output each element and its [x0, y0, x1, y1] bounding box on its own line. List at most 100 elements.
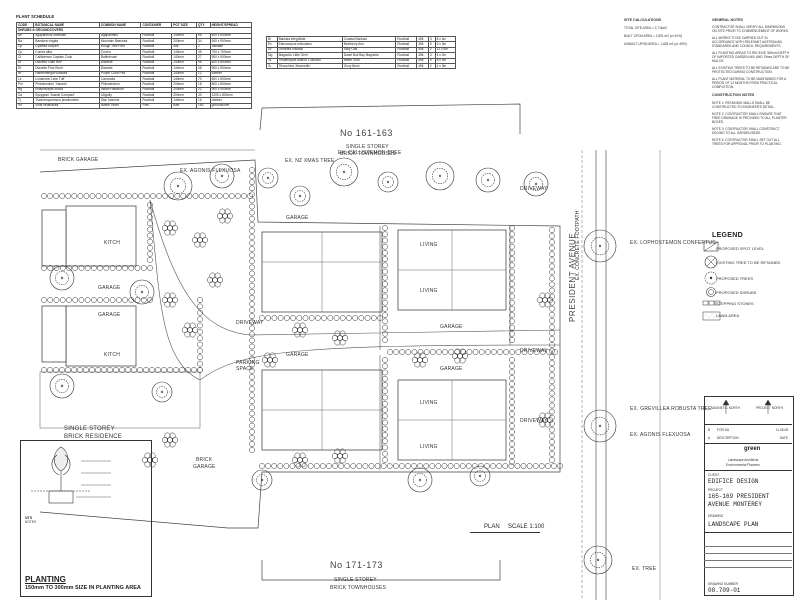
- shrub-icon: [137, 367, 143, 373]
- shrub-icon: [533, 349, 540, 355]
- shrub-icon: [249, 173, 255, 179]
- left-residence: [39, 371, 201, 429]
- shrub-icon: [83, 367, 89, 373]
- drawing-number: 08.709-01: [708, 587, 741, 594]
- garage-label: GARAGE: [98, 312, 121, 318]
- shrub-icon: [411, 349, 418, 355]
- shrub-icon: [382, 324, 388, 331]
- site-calc-line: BUILT UPON AREA = 1,891 m2 (or 51%): [624, 34, 683, 39]
- shrub-icon: [382, 281, 388, 287]
- shrub-icon: [41, 193, 47, 199]
- general-notes-title: GENERAL NOTES: [712, 18, 743, 22]
- shrub-icon: [249, 282, 255, 289]
- site-calc-line: TOTAL SITE AREA = 3,716m2: [624, 26, 668, 31]
- shrub-icon: [526, 463, 533, 469]
- stepping-stones-icon: [702, 300, 721, 306]
- shrub-icon: [249, 386, 255, 392]
- shrub-icon: [122, 297, 128, 303]
- plan-title-underline: [470, 532, 540, 533]
- shrub-icon: [549, 311, 555, 318]
- shrub-icon: [122, 265, 128, 271]
- shrub-icon: [382, 318, 388, 325]
- shrub-icon: [59, 367, 65, 373]
- parking-space-label: PARKING SPACE: [236, 360, 260, 372]
- garage-label: GARAGE: [98, 285, 121, 291]
- shrub-icon: [453, 463, 460, 469]
- tree-icon: [596, 558, 600, 562]
- shrub-icon: [147, 244, 153, 251]
- construction-notes-title: CONSTRUCTION NOTES: [712, 93, 755, 98]
- shrub-icon: [143, 367, 149, 373]
- tree-icon: [590, 236, 610, 256]
- shrub-icon: [491, 349, 497, 355]
- detail-notes-label: NOTES: [25, 520, 36, 525]
- site-calc-line: UNBUILT UPON AREA = 1,825 m2 (or 49%): [624, 42, 687, 47]
- shrub-icon: [249, 228, 255, 234]
- shrub-icon: [549, 323, 555, 330]
- shrub-icon: [541, 296, 549, 304]
- shrub-icon: [411, 463, 417, 469]
- shrub-icon: [382, 231, 388, 238]
- shrub-icon: [155, 367, 161, 373]
- shrub-icon: [249, 185, 255, 192]
- shrub-icon: [313, 463, 320, 469]
- shrub-icon: [521, 349, 528, 355]
- shrub-icon: [146, 456, 154, 464]
- shrub-icon: [358, 315, 365, 321]
- shrub-icon: [197, 367, 203, 373]
- shrub-icon: [249, 288, 255, 295]
- tree-icon: [438, 174, 442, 178]
- project-north-label: PROJECT NORTH: [756, 406, 783, 410]
- living-label: LIVING: [420, 444, 438, 450]
- tree-icon: [294, 190, 306, 202]
- shrub-icon: [147, 232, 153, 239]
- planting-detail: NTS NOTES PLANTING 150mm TO 300mm SIZE I…: [20, 440, 152, 597]
- shrub-icon: [210, 193, 217, 199]
- shrub-icon: [211, 276, 219, 284]
- shrub-icon: [109, 297, 116, 303]
- firm-sub: Environmental Planners: [726, 463, 760, 467]
- table-cell: Viola hederacea: [33, 102, 100, 110]
- tree-icon: [486, 178, 490, 182]
- shrub-icon: [509, 441, 515, 447]
- site-calculations: SITE CALCULATIONS TOTAL SITE AREA = 3,71…: [624, 18, 714, 46]
- shrub-icon: [277, 315, 284, 321]
- neighbour-top-number: No 161-163: [340, 128, 394, 138]
- shrub-icon: [197, 303, 203, 310]
- shrub-icon: [382, 419, 388, 426]
- shrub-icon: [266, 356, 274, 364]
- shrub-icon: [382, 394, 388, 401]
- shrub-icon: [249, 221, 255, 228]
- tree-label: EX. AGONIS FLEXUOSA: [630, 432, 691, 438]
- shrub-icon: [97, 265, 103, 271]
- shrub-icon: [78, 297, 85, 303]
- shrub-icon: [382, 369, 388, 376]
- shrub-icon: [147, 226, 153, 233]
- shrub-icon: [549, 245, 555, 252]
- shrub-icon: [382, 256, 388, 262]
- shrub-icon: [549, 293, 555, 300]
- shrub-icon: [249, 313, 255, 319]
- shrub-icon: [509, 337, 515, 343]
- shrub-icon: [144, 193, 150, 199]
- shrub-icon: [382, 413, 388, 420]
- shrub-icon: [241, 193, 247, 199]
- shrub-icon: [166, 224, 174, 232]
- shrub-icon: [382, 438, 388, 445]
- shrub-icon: [283, 315, 290, 321]
- townhouse-block: [65, 205, 137, 267]
- shrub-icon: [509, 312, 515, 318]
- shrub-icon: [41, 265, 47, 271]
- driveway-label: DRIVEWAY: [520, 418, 548, 424]
- shrub-icon: [119, 193, 126, 199]
- shrub-icon: [249, 434, 255, 441]
- shrub-icon: [249, 380, 255, 386]
- shrub-icon: [249, 215, 255, 222]
- tree-icon: [140, 290, 144, 294]
- shrub-icon: [405, 349, 412, 355]
- shrub-icon: [249, 167, 255, 173]
- shrub-icon: [59, 265, 66, 271]
